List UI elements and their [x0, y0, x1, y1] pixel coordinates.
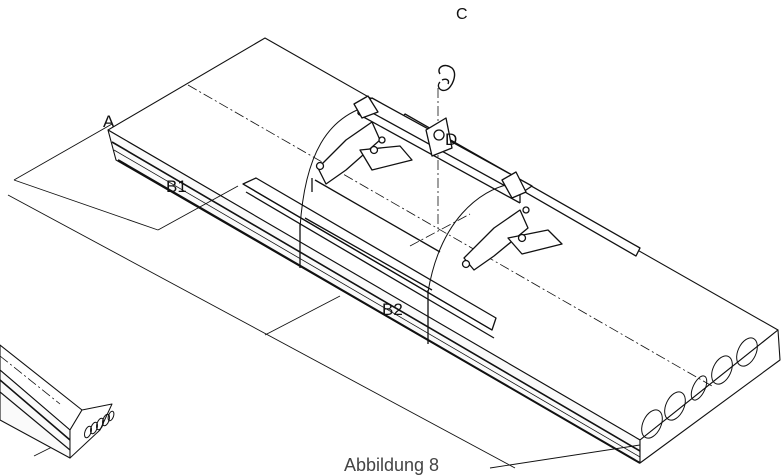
small-slab-detail	[0, 344, 115, 459]
dimension-lines	[7, 123, 641, 469]
lifting-beam	[242, 95, 641, 344]
center-lines	[187, 84, 713, 387]
label-d: D	[445, 130, 458, 149]
label-b2: B2	[382, 300, 403, 319]
label-a: A	[103, 112, 115, 131]
crane-hook	[437, 64, 456, 92]
hollow-core-slab	[107, 37, 781, 464]
label-b1: B1	[166, 177, 187, 196]
label-c: C	[456, 6, 468, 23]
figure-caption: Abbildung 8	[343, 455, 440, 475]
